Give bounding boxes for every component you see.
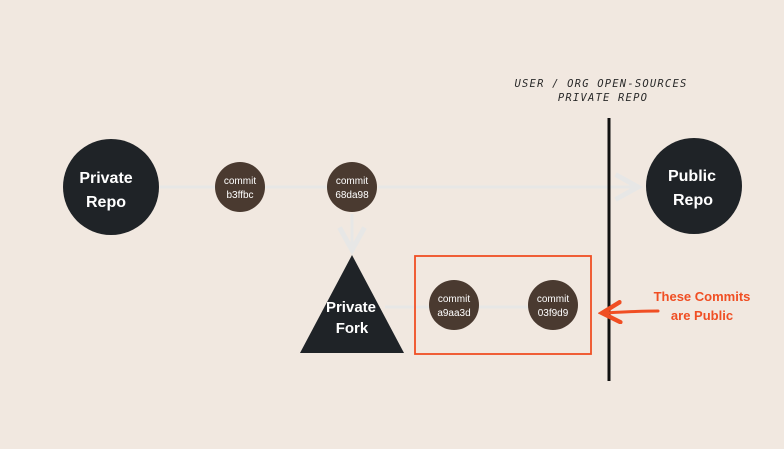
commit-hash: b3ffbc: [226, 190, 253, 201]
commit-node-a9aa3d: commit a9aa3d: [429, 280, 479, 330]
commit-hash: a9aa3d: [437, 308, 470, 319]
private-repo-node: Private Repo: [63, 139, 159, 235]
commit-node-68da98: commit 68da98: [327, 162, 377, 212]
boundary-caption-line1: USER / ORG OPEN-SOURCES: [515, 78, 688, 90]
public-repo-label-line1: Public: [668, 168, 716, 185]
callout-text-line2: are Public: [671, 308, 733, 323]
commit-node-03f9d9: commit 03f9d9: [528, 280, 578, 330]
private-fork-node: Private Fork: [300, 255, 404, 353]
commit-label: commit: [336, 176, 368, 187]
commit-label: commit: [537, 294, 569, 305]
boundary-caption-line2: PRIVATE REPO: [558, 92, 648, 104]
commit-label: commit: [224, 176, 256, 187]
private-fork-label-line1: Private: [326, 299, 376, 316]
callout-text-line1: These Commits: [654, 289, 751, 304]
public-commits-highlight-box: [414, 255, 592, 355]
callout-arrow-icon: [602, 311, 660, 313]
public-repo-label-line2: Repo: [673, 192, 713, 209]
commit-node-b3ffbc: commit b3ffbc: [215, 162, 265, 212]
public-repo-node: Public Repo: [646, 138, 742, 234]
commit-hash: 03f9d9: [538, 308, 569, 319]
private-repo-label-line2: Repo: [86, 194, 126, 211]
commit-label: commit: [438, 294, 470, 305]
private-fork-label-line2: Fork: [336, 320, 369, 337]
private-repo-label-line1: Private: [79, 170, 132, 187]
commit-hash: 68da98: [335, 190, 369, 201]
